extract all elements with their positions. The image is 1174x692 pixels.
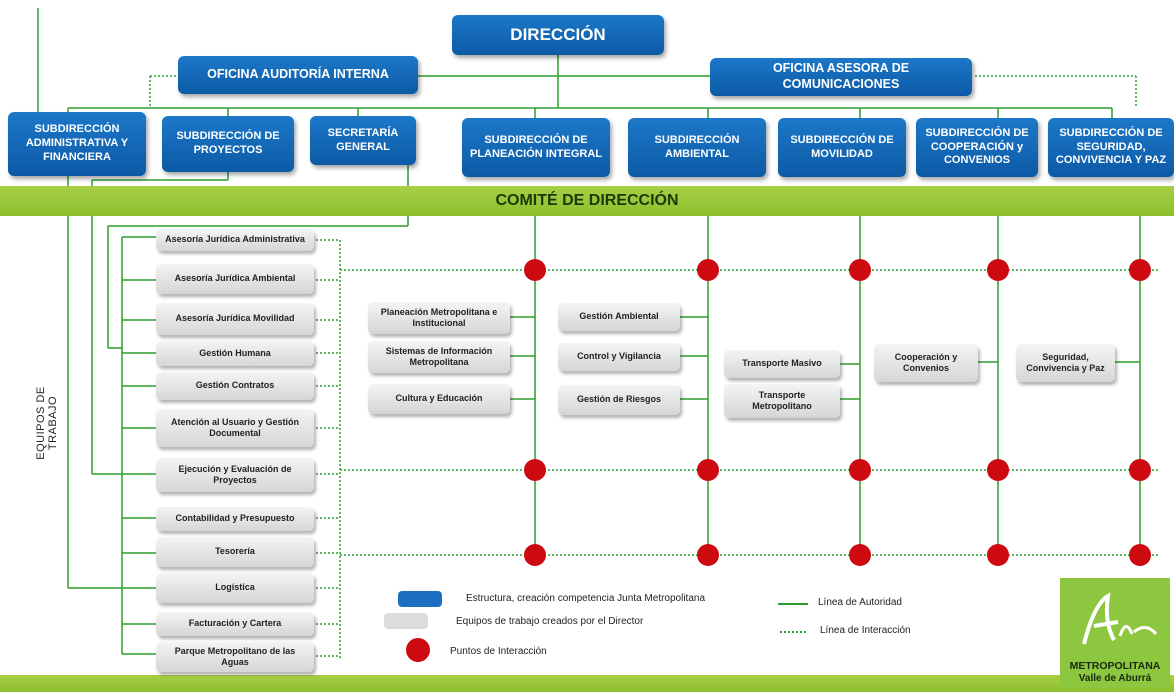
subdir-administrativa: SUBDIRECCIÓN ADMINISTRATIVA Y FINANCIERA [8,112,146,176]
team-asesoria-juridica-administrativa: Asesoría Jurídica Administrativa [156,229,314,251]
legend-estructura: Estructura, creación competencia Junta M… [466,593,706,604]
team-asesoria-juridica-ambiental: Asesoría Jurídica Ambiental [156,264,314,294]
bottom-band [0,675,1174,692]
team-transporte-masivo: Transporte Masivo [724,350,840,378]
equipos-trabajo-label: EQUIPOS DE TRABAJO [35,386,59,460]
team-tesoreria: Tesorería [156,537,314,567]
team-cultura-educacion: Cultura y Educación [368,384,510,414]
logo-name: METROPOLITANA [1069,660,1161,672]
asesora-box: OFICINA ASESORA DE COMUNICACIONES [710,58,972,96]
team-asesoria-juridica-movilidad: Asesoría Jurídica Movilidad [156,303,314,335]
team-seguridad-convivencia: Seguridad, Convivencia y Paz [1016,344,1115,382]
team-gestion-humana: Gestión Humana [156,341,314,366]
team-ejecucion-evaluacion: Ejecución y Evaluación de Proyectos [156,458,314,492]
logo-sub: Valle de Aburrá [1078,673,1152,684]
team-facturacion-cartera: Facturación y Cartera [156,612,314,636]
auditoria-box: OFICINA AUDITORÍA INTERNA [178,56,418,94]
team-transporte-metropolitano: Transporte Metropolitano [724,384,840,418]
team-parque-aguas: Parque Metropolitano de las Aguas [156,642,314,672]
legend-puntos: Puntos de Interacción [450,646,547,657]
direccion-box: DIRECCIÓN [452,15,664,55]
team-contabilidad-presupuesto: Contabilidad y Presupuesto [156,507,314,531]
subdir-proyectos: SUBDIRECCIÓN DE PROYECTOS [162,116,294,172]
logo-mark [1082,592,1158,645]
team-sistemas-informacion: Sistemas de Información Metropolitana [368,341,510,373]
subdir-ambiental: SUBDIRECCIÓN AMBIENTAL [628,118,766,177]
legend-interaccion: Línea de Interacción [820,625,911,636]
team-gestion-ambiental: Gestión Ambiental [558,303,680,331]
comite-label: COMITÉ DE DIRECCIÓN [495,192,679,209]
team-gestion-riesgos: Gestión de Riesgos [558,385,680,415]
area-metropolitana-logo: METROPOLITANA Valle de Aburrá [1060,578,1170,688]
team-control-vigilancia: Control y Vigilancia [558,343,680,371]
secretaria-general: SECRETARÍA GENERAL [310,116,416,165]
subdir-cooperacion: SUBDIRECCIÓN DE COOPERACIÓN y CONVENIOS [916,118,1038,177]
team-logistica: Logística [156,573,314,603]
comite-band [0,186,1174,216]
legend-equipos: Equipos de trabajo creados por el Direct… [456,616,644,627]
subdir-seguridad: SUBDIRECCIÓN DE SEGURIDAD, CONVIVENCIA Y… [1048,118,1174,177]
team-gestion-contratos: Gestión Contratos [156,372,314,400]
team-planeacion-metropolitana: Planeación Metropolitana e Institucional [368,302,510,334]
team-cooperacion-convenios: Cooperación y Convenios [874,344,978,382]
legend-autoridad: Línea de Autoridad [818,597,902,608]
subdir-movilidad: SUBDIRECCIÓN DE MOVILIDAD [778,118,906,177]
subdir-planeacion: SUBDIRECCIÓN DE PLANEACIÓN INTEGRAL [462,118,610,177]
team-atencion-usuario: Atención al Usuario y Gestión Documental [156,409,314,447]
